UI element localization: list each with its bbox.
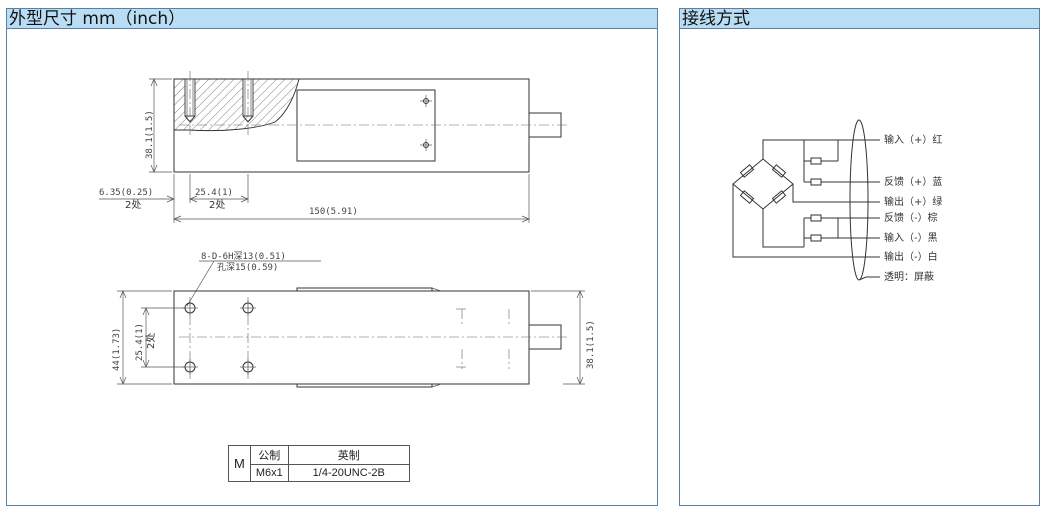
wire-lines [732, 139, 880, 258]
hole-spacing-v-label: 25.4(1) [135, 323, 145, 361]
height-top-label: 38.1(1.5) [145, 110, 155, 159]
gauge-pocket [296, 89, 436, 162]
shield-ellipse [849, 119, 869, 281]
imperial-header: 英制 [287, 445, 410, 465]
length-label: 150(5.91) [309, 207, 358, 217]
resistor [810, 234, 822, 242]
m-cell: M [228, 445, 251, 482]
top-view: 38.1(1.5) 6.35(0.25) 2处 25.4(1) 2处 150(5… [99, 71, 567, 223]
body-outline-bottom [173, 290, 530, 385]
hole-offset-count: 2处 [125, 199, 141, 211]
width-label: 44(1.73) [112, 328, 122, 371]
dimensions-panel: 外型尺寸 mm（inch） [6, 8, 658, 506]
wire-label: 反馈（-）棕 [884, 211, 938, 224]
wire-label: 反馈（+）蓝 [884, 175, 942, 188]
resistor [810, 157, 822, 165]
rail-plate [296, 383, 433, 388]
cutaway-section [173, 78, 300, 132]
dimension-drawing: 38.1(1.5) 6.35(0.25) 2处 25.4(1) 2处 150(5… [99, 71, 596, 388]
crosshair-mark [420, 139, 432, 151]
wire-label: 输出（-）白 [884, 250, 938, 263]
wheatstone-bridge [732, 158, 794, 210]
crosshair-mark [420, 95, 432, 107]
height-side-label: 38.1(1.5) [586, 320, 596, 369]
bottom-view: 8-D-6H深13(0.51) 孔深15(0.59) [112, 251, 596, 388]
wiring-diagram: 输入（+）红 反馈（+）蓝 输出（+）绿 反馈（-）棕 输入（-）黑 输出（-）… [732, 119, 942, 283]
wire-label: 输入（-）黑 [884, 231, 938, 244]
rail-plate [296, 287, 433, 292]
imperial-value: 1/4-20UNC-2B [287, 464, 410, 482]
hole-offset-label: 6.35(0.25) [99, 188, 153, 198]
thread-spec-table: M 公制 英制 M6x1 1/4-20UNC-2B [228, 445, 410, 482]
resistor [810, 214, 822, 222]
thread-spec-label: 8-D-6H深13(0.51) [201, 251, 286, 262]
resistor [810, 178, 822, 186]
wire-label: 透明：屏蔽 [884, 271, 934, 283]
wire-label: 输入（+）红 [884, 133, 942, 146]
hole-spacing-count: 2处 [209, 199, 225, 211]
wire-label: 输出（+）绿 [884, 195, 942, 208]
hole-depth-label: 孔深15(0.59) [217, 262, 278, 273]
wiring-panel: 接线方式 [679, 8, 1040, 506]
hole-spacing-v-count: 2处 [145, 333, 157, 349]
wiring-title: 接线方式 [680, 9, 1039, 29]
hole-spacing-label: 25.4(1) [195, 188, 233, 198]
metric-header: 公制 [249, 445, 289, 465]
metric-value: M6x1 [249, 464, 289, 482]
dimensions-title: 外型尺寸 mm（inch） [7, 9, 657, 29]
